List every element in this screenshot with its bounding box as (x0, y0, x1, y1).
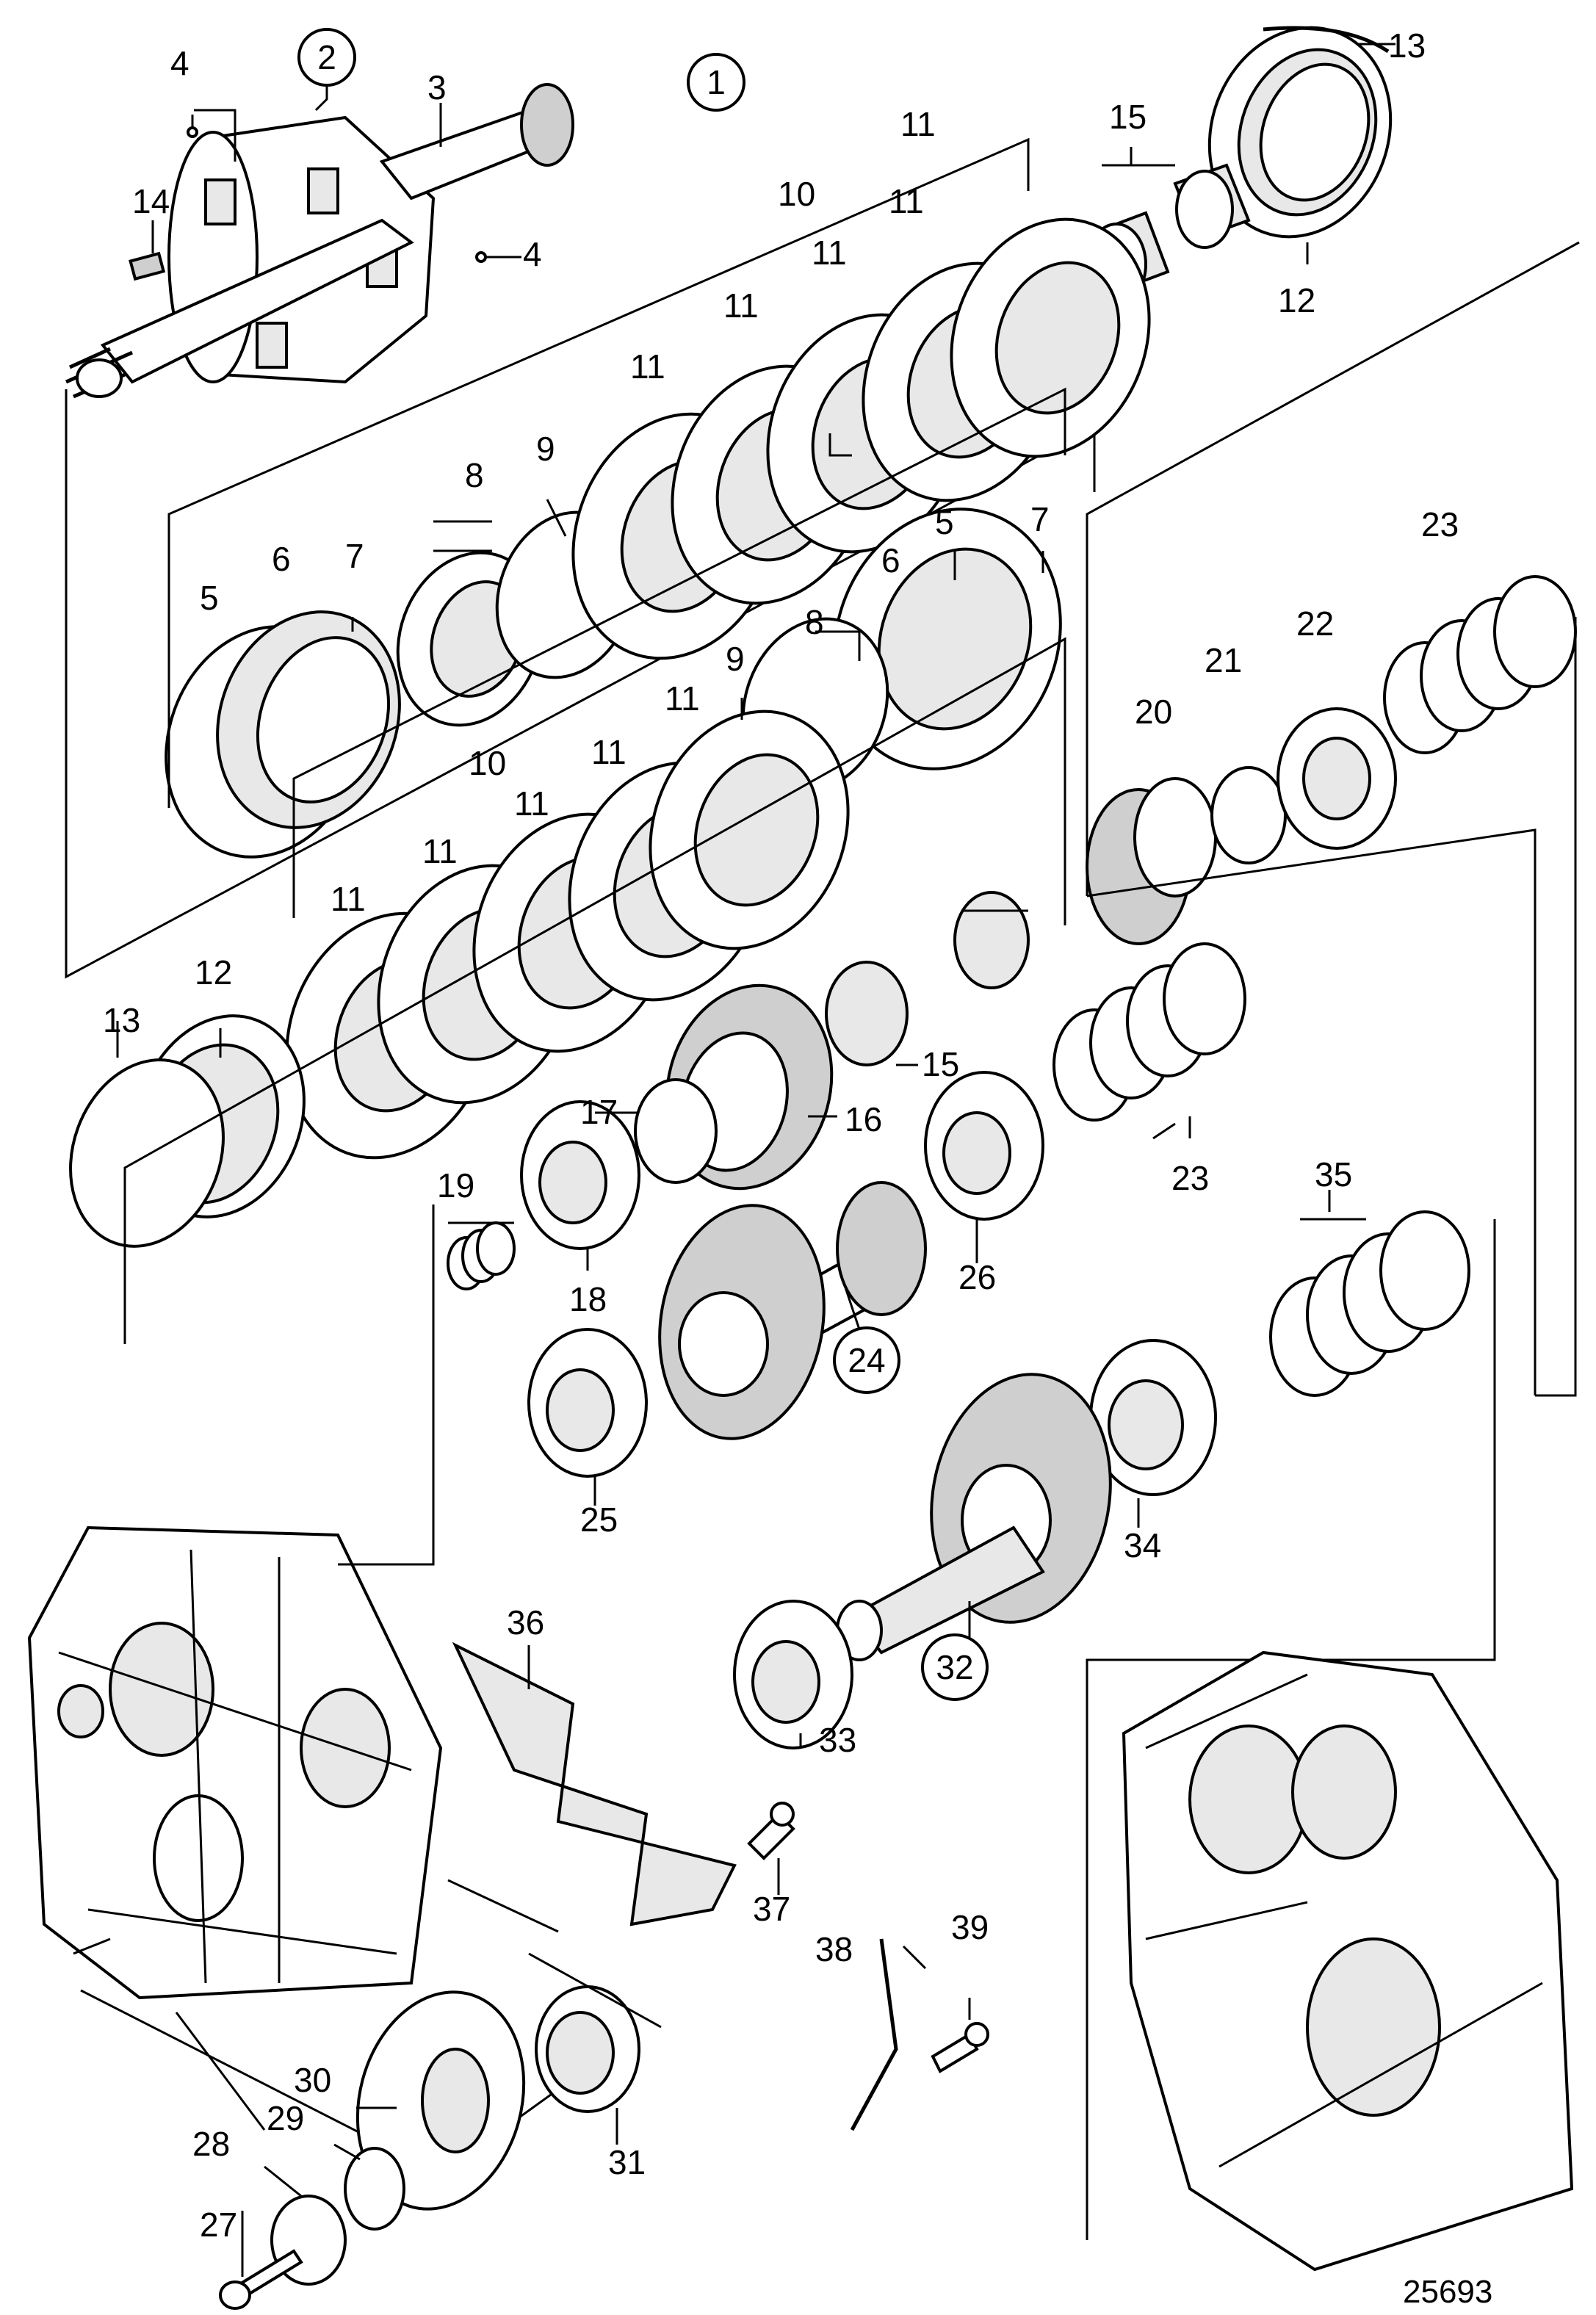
bearing-22 (1277, 707, 1397, 850)
o-ring-29 (344, 2147, 405, 2231)
label-14: 14 (132, 182, 170, 220)
flange-30 (355, 1990, 526, 2211)
label-27: 27 (200, 2206, 237, 2244)
label-12: 12 (195, 953, 232, 992)
label-28: 28 (192, 2125, 230, 2163)
bearing-12-lower (69, 1014, 306, 1248)
label-20: 20 (1135, 693, 1172, 731)
needle-bearings-15-lower (825, 891, 1030, 1066)
label-6: 6 (881, 541, 900, 579)
label-30: 30 (294, 2061, 331, 2099)
circled-label-1: 1 (687, 53, 745, 112)
label-4: 4 (170, 44, 189, 82)
label-15: 15 (922, 1045, 959, 1083)
label-23: 23 (1171, 1159, 1209, 1197)
clutch-drum-assembly (65, 83, 574, 399)
shims-23-lower (1052, 942, 1246, 1122)
label-15: 15 (1109, 98, 1147, 136)
shims-35 (1269, 1210, 1470, 1397)
shims-23-top (1383, 575, 1577, 754)
part-labels: 3 4 4 5 5 6 6 7 7 8 8 9 9 10 10 11 11 11… (103, 26, 1459, 2244)
label-18: 18 (569, 1280, 607, 1318)
label-23: 23 (1421, 505, 1459, 543)
svg-text:2: 2 (317, 38, 336, 76)
label-11: 11 (900, 105, 936, 143)
spacer-rings-19 (447, 1221, 516, 1290)
label-11: 11 (812, 234, 847, 272)
upper-clutch-pack (165, 217, 1151, 859)
label-11: 11 (422, 832, 458, 870)
label-11: 11 (591, 733, 627, 771)
washer-17 (634, 1078, 718, 1184)
label-11: 11 (630, 347, 665, 386)
label-16: 16 (845, 1100, 882, 1138)
svg-text:24: 24 (848, 1341, 885, 1379)
label-10: 10 (778, 175, 815, 213)
label-35: 35 (1315, 1155, 1352, 1193)
circled-label-32: 32 (921, 1633, 989, 1701)
label-8: 8 (805, 603, 824, 641)
leader-lines (116, 43, 1395, 2277)
label-34: 34 (1124, 1526, 1161, 1564)
label-10: 10 (469, 744, 506, 782)
bearing-26 (924, 1071, 1044, 1221)
label-31: 31 (608, 2143, 646, 2181)
label-13: 13 (1388, 26, 1426, 65)
washer-21 (1210, 766, 1287, 864)
label-3: 3 (427, 68, 447, 106)
label-19: 19 (437, 1166, 474, 1205)
label-33: 33 (819, 1721, 856, 1759)
bearing-12-top (1207, 26, 1393, 239)
label-11: 11 (331, 880, 366, 918)
label-25: 25 (580, 1500, 618, 1539)
label-26: 26 (958, 1258, 996, 1296)
label-12: 12 (1278, 281, 1315, 319)
shaft-32 (836, 1373, 1112, 1661)
drawing-reference-number: 25693 (1403, 2274, 1492, 2310)
label-5: 5 (935, 503, 954, 541)
gear-20 (1086, 777, 1217, 945)
bearing-33 (733, 1600, 853, 1749)
label-11: 11 (665, 679, 700, 718)
label-29: 29 (267, 2099, 304, 2137)
label-8: 8 (465, 456, 484, 494)
lower-clutch-pack (285, 508, 1062, 1160)
label-17: 17 (580, 1093, 618, 1131)
svg-text:1: 1 (707, 63, 726, 101)
svg-text:32: 32 (936, 1648, 973, 1686)
label-4: 4 (523, 235, 542, 273)
cover-plate-36 (452, 1642, 737, 1926)
circled-label-2: 2 (297, 28, 356, 87)
label-39: 39 (951, 1908, 989, 1946)
label-9: 9 (536, 430, 555, 468)
label-11: 11 (723, 286, 759, 325)
bearing-34 (1089, 1339, 1217, 1496)
label-37: 37 (753, 1890, 790, 1928)
bearing-18 (520, 1100, 640, 1250)
label-36: 36 (507, 1603, 544, 1642)
label-9: 9 (726, 640, 745, 678)
bolt-27 (219, 2249, 303, 2310)
label-22: 22 (1296, 604, 1334, 643)
gearbox-housing-left (27, 1525, 443, 2000)
pipe-38 (850, 1938, 898, 2131)
label-7: 7 (1030, 500, 1050, 538)
label-21: 21 (1205, 641, 1242, 679)
bolt-39 (931, 2022, 989, 2073)
label-6: 6 (272, 540, 291, 578)
label-11: 11 (514, 784, 549, 823)
shaft-24 (658, 1181, 927, 1440)
bearing-25 (527, 1328, 648, 1478)
label-38: 38 (815, 1930, 853, 1968)
circled-label-24: 24 (833, 1326, 900, 1394)
seal-31 (535, 1985, 640, 2113)
gearbox-housing-right (1122, 1650, 1574, 2272)
label-5: 5 (200, 579, 219, 617)
bolt-37 (747, 1802, 795, 1860)
label-11: 11 (889, 182, 924, 220)
label-7: 7 (345, 537, 364, 575)
label-13: 13 (103, 1001, 140, 1039)
